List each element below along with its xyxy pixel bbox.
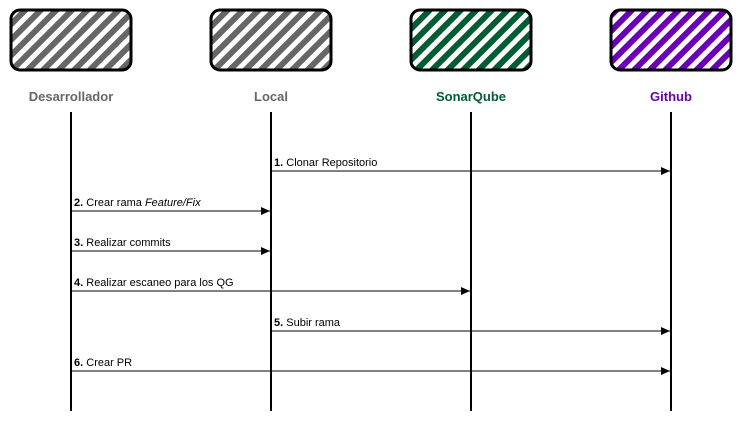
message-number: 4.	[74, 277, 84, 289]
lifelines-group	[70, 112, 672, 411]
message-text: Realizar escaneo para los QG	[86, 277, 234, 289]
actor-label-dev: Desarrollador	[28, 89, 114, 104]
message-text: Crear rama	[86, 197, 142, 209]
message-text: Clonar Repositorio	[286, 157, 378, 169]
message-label: 2. Crear rama Feature/Fix	[74, 196, 201, 210]
message-number: 6.	[74, 357, 84, 369]
message-number: 2.	[74, 197, 84, 209]
message-text: Realizar commits	[86, 237, 171, 249]
message-label: 1. Clonar Repositorio	[274, 156, 377, 170]
messages-group	[71, 167, 670, 375]
message-text: Crear PR	[86, 357, 133, 369]
message-text: Subir rama	[286, 317, 341, 329]
message-label: 3. Realizar commits	[74, 236, 171, 250]
actor-box-sonar	[409, 8, 533, 72]
actor-box-dev	[9, 8, 133, 72]
message-number: 1.	[274, 157, 284, 169]
actor-label-local: Local	[254, 89, 288, 104]
message-number: 3.	[74, 237, 84, 249]
message-label: 4. Realizar escaneo para los QG	[74, 276, 234, 290]
message-label: 6. Crear PR	[74, 356, 132, 370]
actor-box-local	[209, 8, 333, 72]
actor-box-github	[609, 8, 733, 72]
message-label: 5. Subir rama	[274, 316, 340, 330]
actor-boxes-group	[9, 8, 733, 72]
actor-label-sonar: SonarQube	[435, 89, 507, 104]
actor-label-github: Github	[650, 89, 692, 104]
message-italic-text: Feature/Fix	[144, 197, 201, 209]
message-number: 5.	[274, 317, 284, 329]
